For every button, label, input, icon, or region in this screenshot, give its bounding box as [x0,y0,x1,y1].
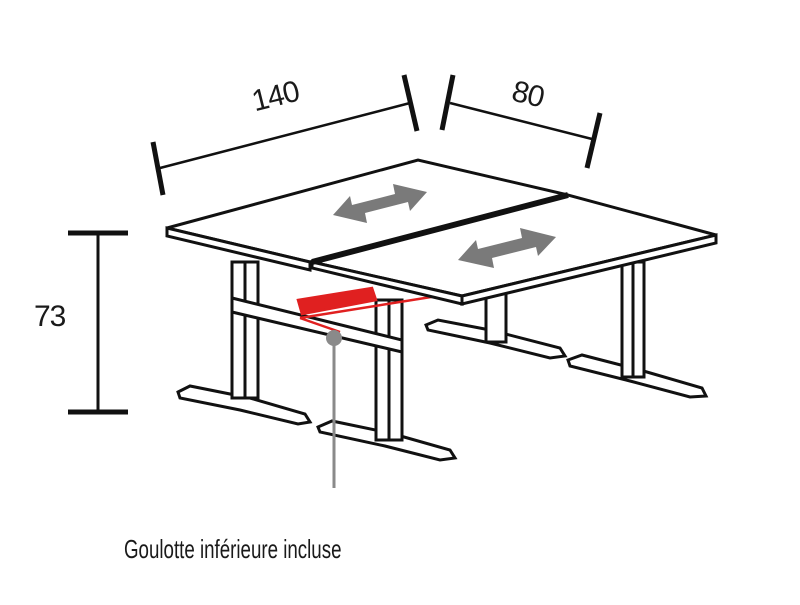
slide-arrow-icon [333,184,556,268]
depth-dimension [439,74,603,169]
cable-tray-caption: Goulotte inférieure incluse [124,534,342,564]
desk-legs [230,260,646,442]
height-label: 73 [34,300,66,333]
width-dimension [150,74,420,196]
cable-tray-leader [326,330,342,488]
height-dimension [68,230,128,415]
